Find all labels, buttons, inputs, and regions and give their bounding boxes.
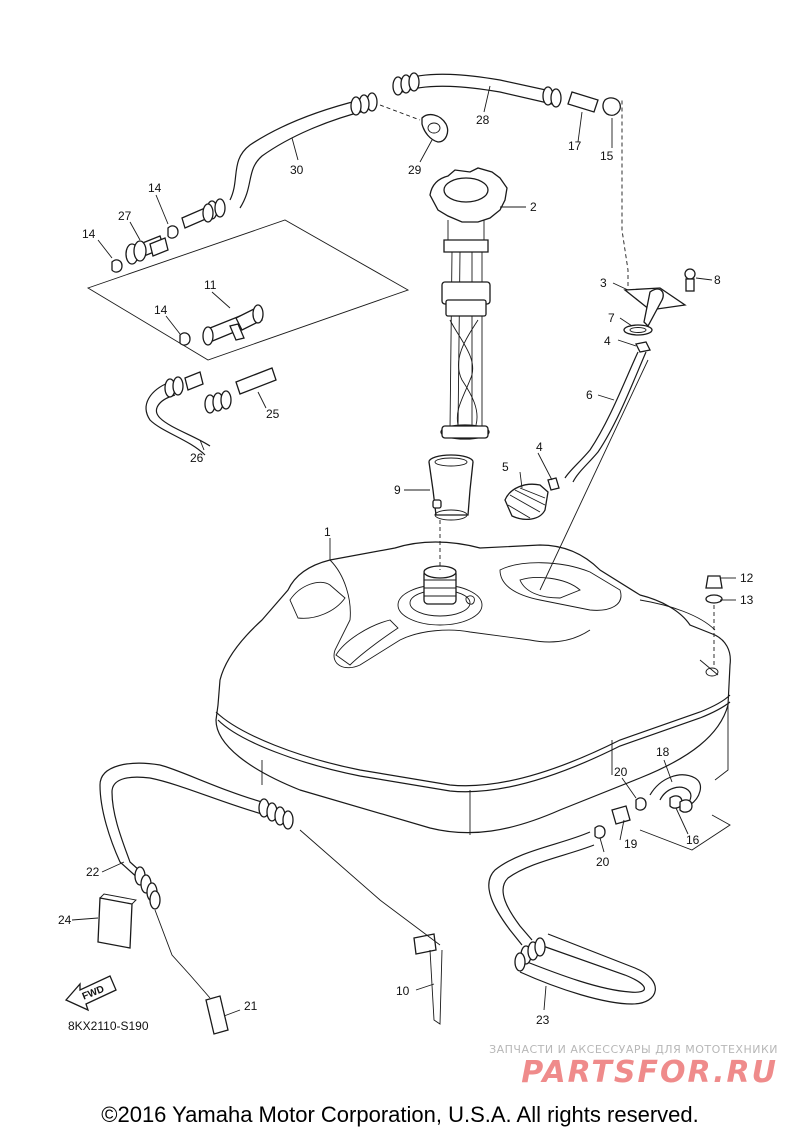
callout-25: 25 [266,407,280,421]
callout-18: 18 [656,745,670,759]
callout-23: 23 [536,1013,550,1027]
callout-29: 29 [408,163,422,177]
callout-10: 10 [396,984,410,998]
callout-24: 24 [58,913,72,927]
callout-20b: 20 [596,855,610,869]
lower-hose-group [97,762,656,1035]
callout-16: 16 [686,833,700,847]
callout-9: 9 [394,483,401,497]
callout-1: 1 [324,525,331,539]
callout-4b: 4 [536,440,543,454]
callout-11: 11 [204,278,217,292]
callout-8: 8 [714,273,721,287]
callout-19: 19 [624,837,638,851]
callout-6: 6 [586,388,593,402]
pump-plate-group [504,100,696,591]
callout-numbers: 1 2 3 4 4 5 6 7 8 9 10 11 12 13 14 14 14… [58,113,754,1027]
fuel-cap-sender-unit [429,167,508,440]
callout-7: 7 [608,311,615,325]
callout-13: 13 [740,593,754,607]
callout-28: 28 [476,113,490,127]
callout-2: 2 [530,200,537,214]
callout-12: 12 [740,571,754,585]
upper-hose-assembly [206,72,621,220]
callout-17: 17 [568,139,582,153]
filler-neck [428,454,474,570]
copyright-notice: ©2016 Yamaha Motor Corporation, U.S.A. A… [101,1102,699,1127]
callout-22: 22 [86,865,100,879]
callout-14c: 14 [154,303,168,317]
callout-30: 30 [290,163,304,177]
leader-lines [71,85,736,1017]
callout-21: 21 [244,999,258,1013]
callout-27: 27 [118,209,132,223]
fuel-tank [215,541,731,835]
callout-20a: 20 [614,765,628,779]
watermark-logo: PARTSFOR.RU [521,1055,778,1090]
drawing-code: 8KX2110-S190 [68,1019,149,1033]
vent-hose-group [86,203,410,456]
callout-15: 15 [600,149,614,163]
callout-4a: 4 [604,334,611,348]
watermark-tagline: ЗАПЧАСТИ И АКСЕССУАРЫ ДЛЯ МОТОТЕХНИКИ [489,1043,778,1056]
callout-3: 3 [600,276,607,290]
callout-26: 26 [190,451,204,465]
callout-14b: 14 [148,181,162,195]
forward-arrow-icon: FWD [64,975,117,1012]
drain-parts-group [594,575,731,851]
watermark: ЗАПЧАСТИ И АКСЕССУАРЫ ДЛЯ МОТОТЕХНИКИ PA… [489,1043,778,1090]
callout-14a: 14 [82,227,96,241]
callout-5: 5 [502,460,509,474]
